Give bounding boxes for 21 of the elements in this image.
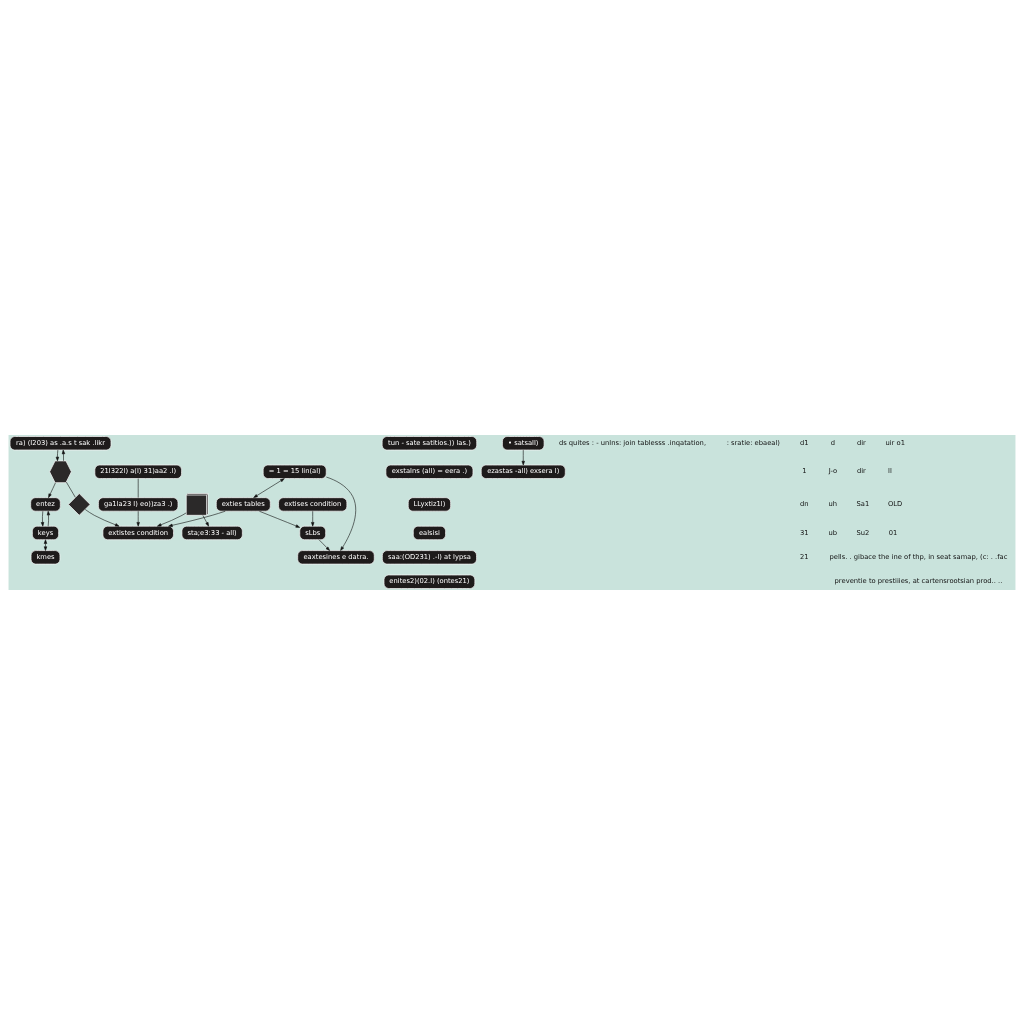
arrow <box>84 508 120 526</box>
arrow <box>326 476 356 551</box>
node-diamond <box>68 492 91 516</box>
arrow <box>311 510 315 526</box>
arrow <box>136 510 140 526</box>
arrow <box>43 539 48 551</box>
arrow <box>48 481 56 498</box>
node-hexagon <box>49 460 72 483</box>
arrow <box>40 510 45 526</box>
arrow <box>61 449 66 461</box>
connector <box>66 481 76 498</box>
arrow <box>318 539 330 551</box>
arrow <box>521 449 525 465</box>
arrow <box>157 512 187 526</box>
arrow <box>168 510 226 527</box>
arrow <box>259 510 301 528</box>
arrow <box>202 514 209 526</box>
arrow <box>46 510 51 526</box>
arrow <box>253 477 285 498</box>
connector <box>137 477 139 498</box>
arrow <box>55 449 60 461</box>
